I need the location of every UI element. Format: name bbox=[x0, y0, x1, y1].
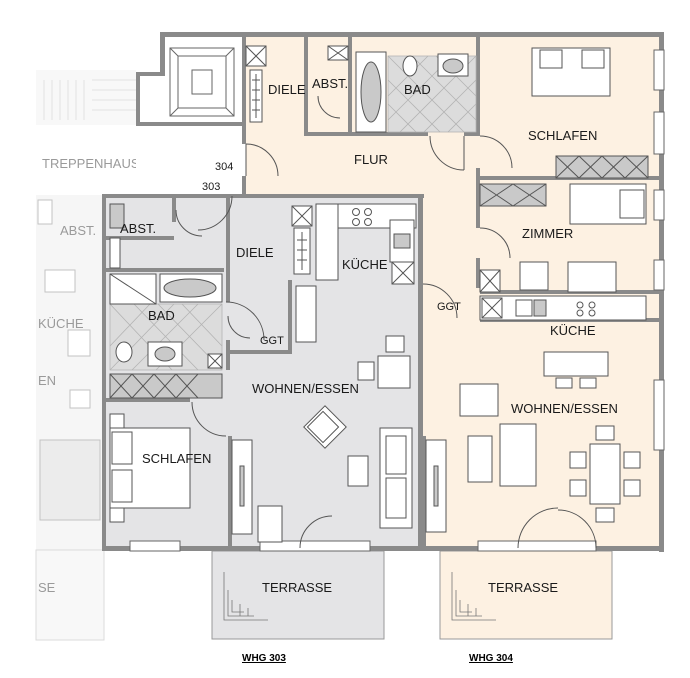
unit-304-abstellraum-label: ABST. bbox=[312, 76, 348, 91]
door-number-304: 304 bbox=[215, 161, 233, 173]
elevator-shaft bbox=[162, 34, 242, 124]
unit-303-bathroom bbox=[109, 273, 223, 371]
neighbor-se-label: SE bbox=[38, 580, 56, 595]
stair-landing bbox=[136, 124, 246, 196]
stairwell bbox=[36, 70, 136, 125]
unit-303-diele-label: DIELE bbox=[236, 245, 274, 260]
neighbor-unit bbox=[35, 70, 136, 641]
unit-304-flur-label: FLUR bbox=[354, 152, 388, 167]
unit-303-link[interactable]: WHG 303 bbox=[242, 653, 286, 664]
unit-303-furniture bbox=[109, 203, 417, 543]
unit-304-diele-label: DIELE bbox=[268, 82, 306, 97]
terrace-303-pattern bbox=[223, 572, 268, 621]
unit-303-terrasse-label: TERRASSE bbox=[262, 580, 332, 595]
unit-303-abstellraum-label: ABST. bbox=[120, 221, 156, 236]
unit-304-wohnen-essen-label: WOHNEN/ESSEN bbox=[511, 401, 618, 416]
elevator-icon bbox=[169, 47, 235, 117]
unit-303-wohnen-essen-label: WOHNEN/ESSEN bbox=[252, 381, 359, 396]
unit-303-ggt-label: GGT bbox=[260, 335, 284, 347]
unit-304-kueche-label: KÜCHE bbox=[550, 323, 596, 338]
neighbor-en-label: EN bbox=[38, 373, 56, 388]
windows bbox=[129, 49, 665, 552]
unit-304-schlafen-label: SCHLAFEN bbox=[528, 128, 597, 143]
neighbor-kueche-label: KÜCHE bbox=[38, 316, 84, 331]
doors bbox=[175, 95, 597, 549]
unit-304-terrasse-label: TERRASSE bbox=[488, 580, 558, 595]
unit-304-ggt-label: GGT bbox=[437, 301, 461, 313]
unit-304-bad-label: BAD bbox=[404, 82, 431, 97]
treppenhaus-label: TREPPENHAUS bbox=[42, 156, 140, 171]
unit-303-bad-label: BAD bbox=[148, 308, 175, 323]
neighbor-abstellraum-label: ABST. bbox=[60, 223, 96, 238]
unit-303-kueche-label: KÜCHE bbox=[342, 257, 388, 272]
unit-304-zimmer-label: ZIMMER bbox=[522, 226, 573, 241]
door-number-303: 303 bbox=[202, 181, 220, 193]
unit-303-schlafen-label: SCHLAFEN bbox=[142, 451, 211, 466]
unit-304-furniture bbox=[245, 45, 649, 533]
unit-304-bathroom bbox=[355, 51, 477, 133]
unit-304-link[interactable]: WHG 304 bbox=[469, 653, 513, 664]
terrace-304-pattern bbox=[451, 572, 496, 621]
